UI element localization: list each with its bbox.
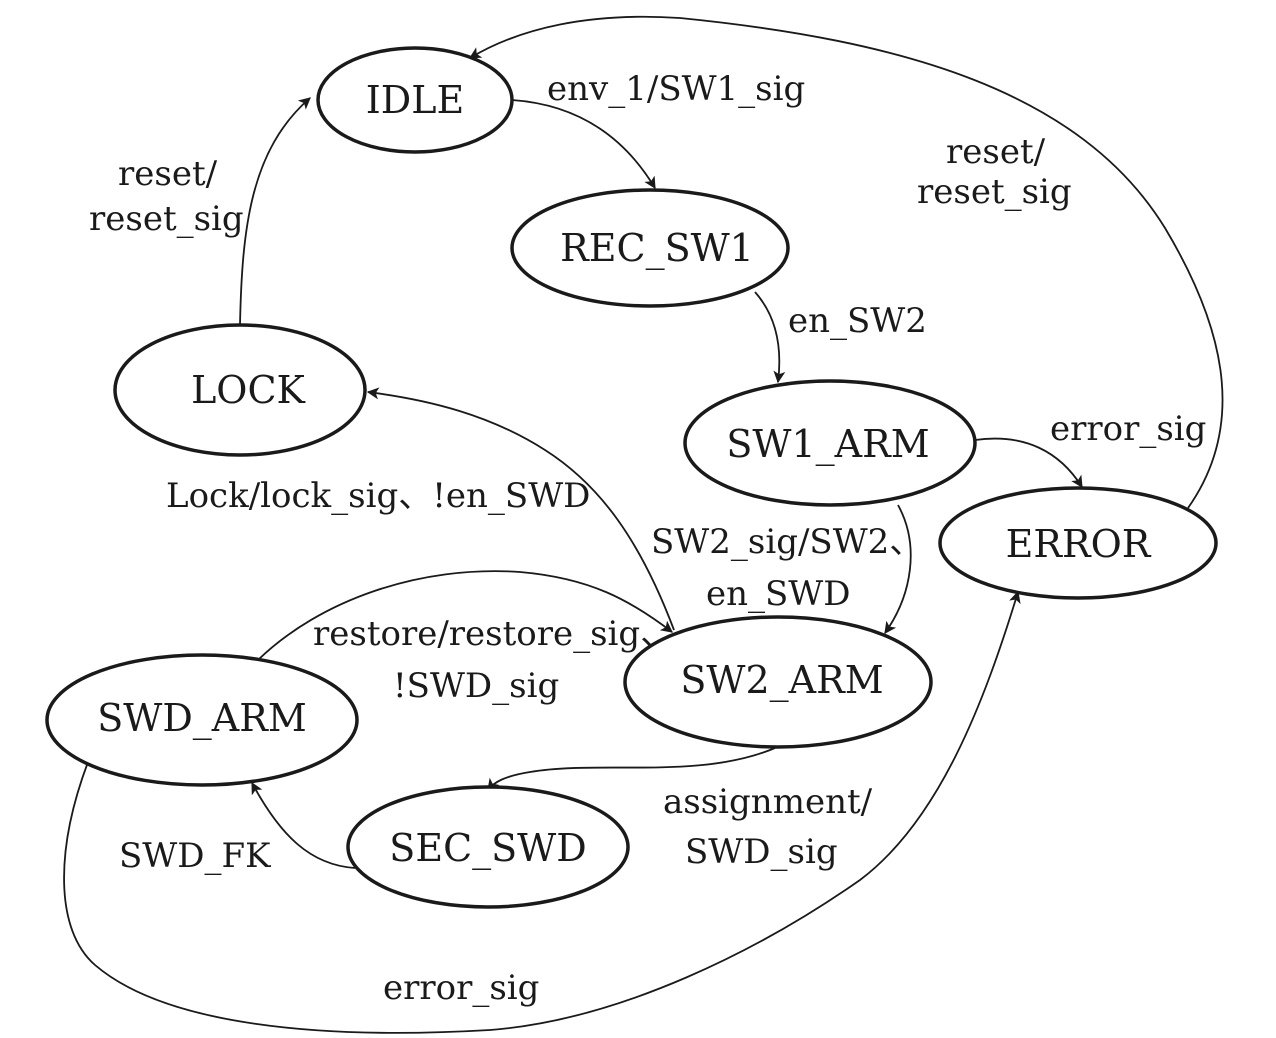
edge-idle-to-rec-sw1 <box>511 99 656 190</box>
edge-sw1-arm-to-sw2-arm <box>884 504 912 634</box>
label-swd-arm-to-error: error_sig <box>383 968 539 1008</box>
label-swd-arm-to-sw2-arm-line2: !SWD_sig <box>393 666 559 706</box>
edge-swd-arm-to-error <box>63 590 1021 1034</box>
states: IDLE REC_SW1 LOCK SW1_ARM ERROR SW2_ARM … <box>45 46 1218 909</box>
label-sw2-arm-to-sec-swd-line2: SWD_sig <box>685 832 838 872</box>
edge-sw1-arm-to-error <box>974 437 1083 489</box>
edge-sw2-arm-to-sec-swd <box>487 747 776 791</box>
edge-sw2-arm-to-lock <box>366 387 675 631</box>
label-sec-swd-to-swd-arm: SWD_FK <box>119 836 271 876</box>
state-lock-label: LOCK <box>191 368 305 412</box>
state-swd-arm[interactable]: SWD_ARM <box>45 653 359 787</box>
state-sw1-arm-label: SW1_ARM <box>726 422 929 467</box>
label-sw1-arm-to-error: error_sig <box>1050 409 1206 449</box>
edge-lock-to-idle <box>239 97 311 326</box>
label-lock-to-idle-line1: reset/ <box>118 154 218 194</box>
label-lock-to-idle-line2: reset_sig <box>89 199 244 239</box>
edge-error-to-idle <box>468 15 1224 509</box>
label-sw2-arm-to-sec-swd-line1: assignment/ <box>663 782 873 822</box>
state-sw2-arm-label: SW2_ARM <box>680 658 883 703</box>
state-idle[interactable]: IDLE <box>316 46 514 154</box>
state-rec-sw1-label: REC_SW1 <box>560 226 754 271</box>
label-swd-arm-to-sw2-arm-line1: restore/restore_sig、 <box>313 614 674 654</box>
state-idle-label: IDLE <box>366 78 464 122</box>
state-sw1-arm[interactable]: SW1_ARM <box>683 379 977 507</box>
state-sw2-arm[interactable]: SW2_ARM <box>623 615 933 749</box>
label-sw2-arm-to-lock: Lock/lock_sig、!en_SWD <box>166 476 590 516</box>
label-error-to-idle-line1: reset/ <box>946 132 1046 172</box>
state-sec-swd[interactable]: SEC_SWD <box>346 785 630 909</box>
edge-rec-sw1-to-sw1-arm <box>754 291 786 384</box>
edge-sec-swd-to-swd-arm <box>251 781 356 869</box>
label-sw1-arm-to-sw2-arm-line2: en_SWD <box>706 574 851 614</box>
state-lock[interactable]: LOCK <box>113 323 367 457</box>
state-error-label: ERROR <box>1006 522 1152 566</box>
transition-labels: env_1/SW1_sig en_SW2 reset/ reset_sig re… <box>89 69 1206 1008</box>
transitions <box>63 15 1224 1034</box>
label-idle-to-rec-sw1: env_1/SW1_sig <box>547 69 805 109</box>
label-sw1-arm-to-sw2-arm-line1: SW2_sig/SW2、 <box>651 522 923 562</box>
state-swd-arm-label: SWD_ARM <box>97 696 307 741</box>
state-sec-swd-label: SEC_SWD <box>389 826 586 871</box>
label-rec-sw1-to-sw1-arm: en_SW2 <box>788 301 927 341</box>
state-error[interactable]: ERROR <box>938 486 1218 600</box>
label-error-to-idle-line2: reset_sig <box>917 172 1072 212</box>
state-rec-sw1[interactable]: REC_SW1 <box>510 188 790 308</box>
edge-swd-arm-to-sw2-arm <box>257 570 673 661</box>
